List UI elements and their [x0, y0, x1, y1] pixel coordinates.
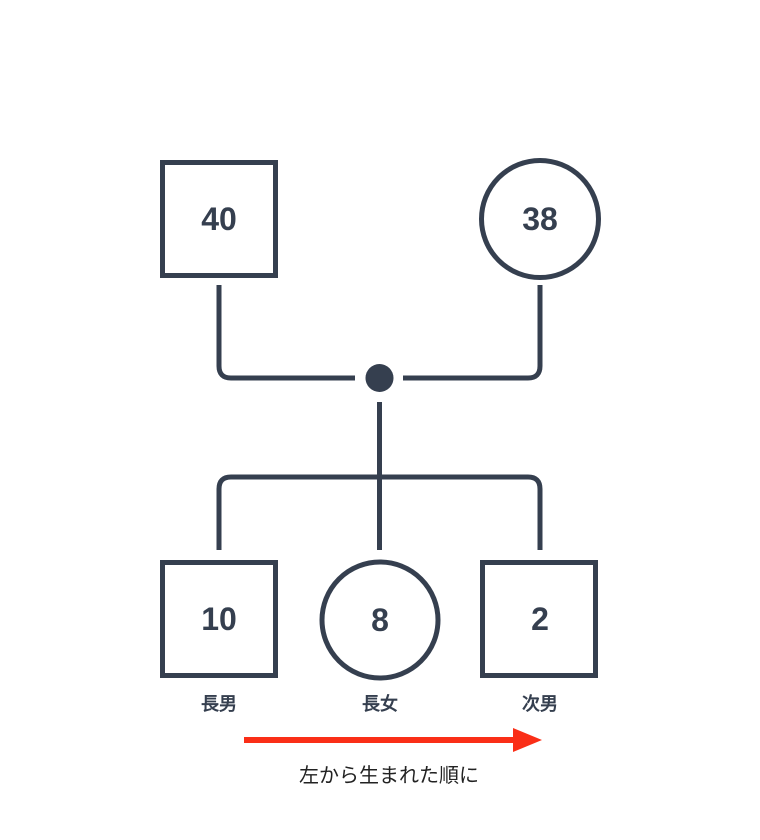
mother-node — [479, 158, 601, 280]
mother-union-line — [403, 285, 543, 381]
birth-order-caption: 左から生まれた順に — [299, 764, 479, 787]
mother-age: 38 — [522, 201, 558, 237]
child-2-age: 8 — [371, 602, 389, 638]
father-node — [160, 160, 278, 278]
father-union-line — [216, 285, 355, 381]
birth-order-arrow-icon — [244, 728, 542, 752]
union-dot — [365, 364, 394, 392]
child-3-label: 次男 — [522, 693, 558, 714]
arrow-head — [513, 728, 542, 752]
child-1-age: 10 — [201, 601, 237, 637]
child-1-label: 長男 — [201, 694, 237, 714]
child-1-node — [160, 560, 278, 678]
child-2-node — [319, 559, 441, 681]
child-2-label: 長女 — [362, 693, 398, 714]
child-3-age: 2 — [531, 601, 549, 637]
sibling-line — [216, 474, 543, 550]
father-age: 40 — [201, 201, 237, 237]
child-3-node — [480, 560, 598, 678]
